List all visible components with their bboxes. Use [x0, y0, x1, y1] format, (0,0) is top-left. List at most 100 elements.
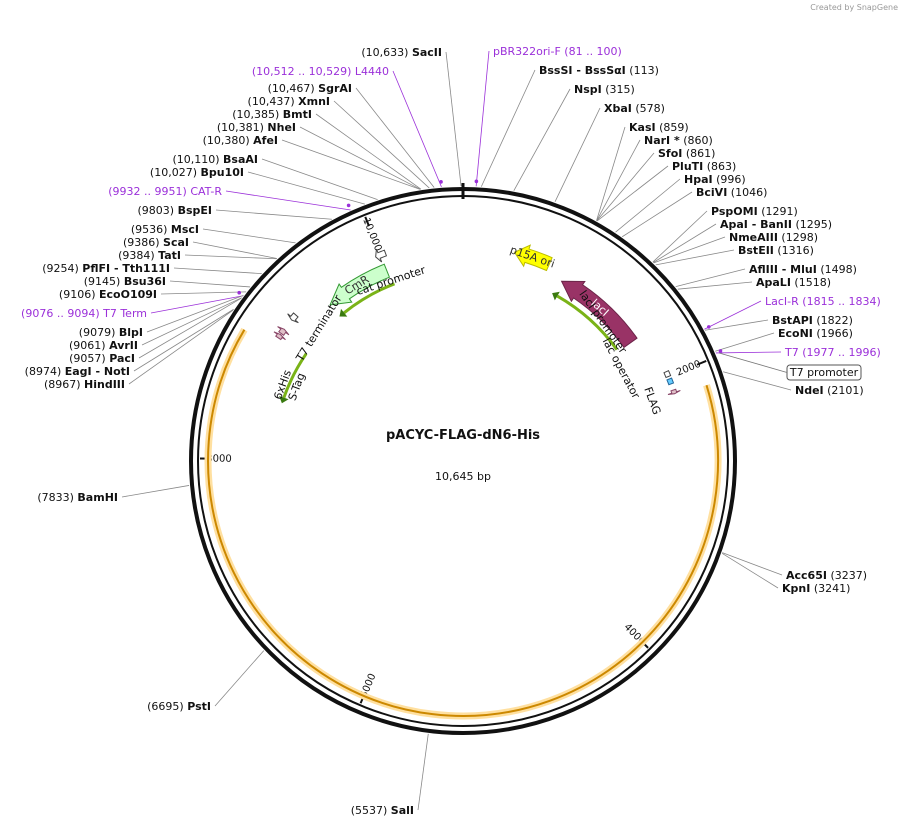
site-name: AvrII: [109, 339, 138, 352]
enzyme-site-label: (10,380) AfeI: [203, 134, 278, 147]
site-name: BstEII: [738, 244, 774, 257]
site-position: (9386): [123, 236, 160, 249]
site-position: (10,437): [248, 95, 295, 108]
enzyme-site-label: (9145) Bsu36I: [84, 275, 166, 288]
site-position: (9076 .. 9094): [21, 307, 100, 320]
feature-cat-promoter: [375, 248, 388, 263]
site-position: (9061): [69, 339, 106, 352]
feature-shape: [329, 263, 391, 306]
site-position: (2101): [827, 384, 864, 397]
feature-lac-operator: [666, 377, 675, 386]
site-leader: [247, 171, 366, 205]
enzyme-site-label: (9061) AvrII: [69, 339, 138, 352]
site-position: (3241): [814, 582, 851, 595]
site-leader: [150, 295, 244, 314]
site-position: (315): [605, 83, 635, 96]
site-leader: [615, 178, 681, 233]
site-name: PluTI: [672, 160, 703, 173]
site-leader: [392, 70, 442, 188]
site-name: NspI: [574, 83, 602, 96]
site-name: NdeI: [795, 384, 824, 397]
site-name: SfoI: [658, 147, 682, 160]
site-name: BstAPI: [772, 314, 813, 327]
enzyme-site-label: (9386) ScaI: [123, 236, 189, 249]
site-leader: [722, 371, 792, 391]
enzyme-site-label: NspI (315): [574, 83, 635, 96]
enzyme-site-label: Acc65I (3237): [786, 569, 867, 582]
plasmid-name: pACYC-FLAG-dN6-His: [386, 428, 540, 443]
site-name: NheI: [267, 121, 296, 134]
primer-mark: [439, 180, 443, 184]
site-leader: [315, 113, 422, 190]
site-position: (81 .. 100): [564, 45, 622, 58]
site-leader: [146, 294, 244, 333]
site-name: PspOMI: [711, 205, 758, 218]
credit-text: Created by SnapGene: [810, 3, 898, 12]
enzyme-site-label: SfoI (861): [658, 147, 715, 160]
site-leader: [596, 152, 655, 222]
orf-arrowhead: [339, 308, 348, 317]
site-name: SalI: [391, 804, 414, 817]
enzyme-site-label: (8974) EagI - NotI: [25, 365, 130, 378]
site-name: T7: [784, 346, 799, 359]
feature-dn6: [204, 327, 722, 720]
site-name: SacII: [412, 46, 442, 59]
backbone-outer-ring: [189, 187, 737, 735]
site-position: (9145): [84, 275, 121, 288]
feature-shape: [513, 244, 553, 272]
plasmid-backbone: [189, 183, 737, 735]
enzyme-site-label: KpnI (3241): [782, 582, 850, 595]
site-name: AflIII - MluI: [749, 263, 817, 276]
enzyme-site-label: (10,381) NheI: [217, 121, 296, 134]
site-name: BssSI - BssSαI: [539, 64, 626, 77]
enzyme-site-label: ApaI - BanII (1295): [720, 218, 832, 231]
feature-shape: [287, 312, 299, 324]
enzyme-site-label: BstAPI (1822): [772, 314, 853, 327]
enzyme-site-label: (9803) BspEI: [138, 204, 213, 217]
enzyme-site-label: NarI * (860): [644, 134, 713, 147]
feature-s-tag: [277, 326, 290, 336]
primer-label: (10,512 .. 10,529) L4440: [252, 65, 389, 78]
feature-shape: [663, 370, 672, 379]
enzyme-site-label: (10,633) SacII: [361, 46, 442, 59]
site-leader: [721, 552, 779, 589]
site-position: (10,110): [172, 153, 219, 166]
site-position: (10,633): [361, 46, 408, 59]
site-position: (10,027): [150, 166, 197, 179]
site-labels: (10,633) SacII (10,512 .. 10,529) L4440 (1…: [21, 45, 881, 817]
site-position: (1298): [781, 231, 818, 244]
site-leader: [215, 209, 332, 220]
site-position: (9536): [131, 223, 168, 236]
site-leader: [225, 190, 351, 211]
feature-flag: [667, 388, 681, 395]
tick-label: 2000: [675, 359, 703, 379]
primer-label: pBR322ori-F (81 .. 100): [493, 45, 622, 58]
site-name: BlpI: [119, 326, 143, 339]
site-position: (1822): [816, 314, 853, 327]
feature-shape: [560, 280, 638, 349]
primer-label: T7 (1977 .. 1996): [784, 346, 881, 359]
site-leader: [704, 319, 769, 331]
site-name: XbaI: [604, 102, 632, 115]
t7-promoter-label: T7 promoter: [719, 352, 862, 381]
site-position: (1295): [795, 218, 832, 231]
site-position: (3237): [830, 569, 867, 582]
feature-arc: [207, 329, 720, 717]
site-leader: [653, 236, 726, 264]
enzyme-site-label: (10,467) SgrAI: [268, 82, 352, 95]
enzyme-site-label: KasI (859): [629, 121, 689, 134]
site-position: (578): [635, 102, 665, 115]
site-position: (8974): [25, 365, 62, 378]
site-name: MscI: [171, 223, 199, 236]
site-name: KpnI: [782, 582, 810, 595]
site-name: pBR322ori-F: [493, 45, 561, 58]
site-position: (1977 .. 1996): [802, 346, 881, 359]
primer-mark: [718, 349, 723, 353]
site-position: (6695): [147, 700, 184, 713]
site-position: (1498): [820, 263, 857, 276]
site-leader: [652, 210, 708, 263]
site-position: (863): [707, 160, 737, 173]
primer-mark: [474, 179, 479, 184]
site-leader: [169, 280, 251, 288]
site-leader: [192, 241, 278, 259]
